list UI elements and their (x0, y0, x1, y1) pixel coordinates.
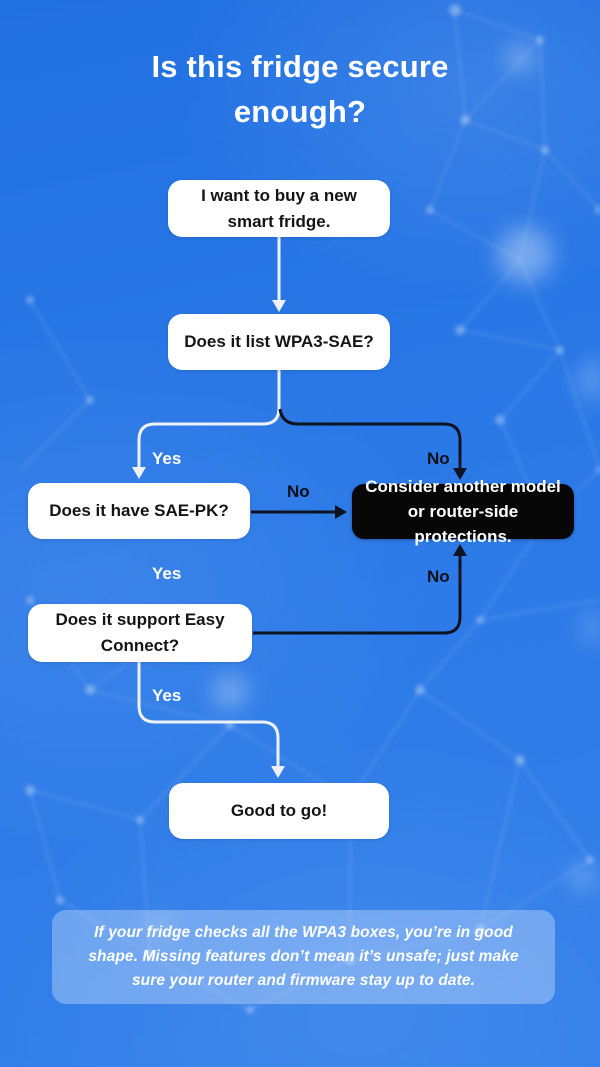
flow-node-saepk-label: Does it have SAE-PK? (49, 501, 229, 520)
flow-node-good-label: Good to go! (230, 801, 328, 820)
page-title: Is this fridge secure enough? (151, 49, 449, 129)
flow-node-easy-connect-label: Does it support Easy Connect? (55, 610, 225, 655)
flow-node-saepk-question: Does it have SAE-PK? (28, 483, 250, 539)
flow-node-start: I want to buy a new smart fridge. (168, 180, 390, 237)
connector-wpa3-to-saepk (132, 370, 281, 479)
footer-note-card: If your fridge checks all the WPA3 boxes… (52, 910, 555, 1004)
edge-label-wpa3-no: No (427, 449, 450, 468)
flow-node-consider-label: Consider another model or router-side pr… (365, 477, 561, 546)
flow-node-easy-connect-question: Does it support Easy Connect? (28, 604, 252, 662)
connector-easy-to-consider (253, 544, 467, 635)
flow-node-start-label: I want to buy a new smart fridge. (201, 185, 357, 231)
flow-node-consider-alternative: Consider another model or router-side pr… (352, 477, 574, 546)
flow-node-good-to-go: Good to go! (169, 783, 389, 839)
connector-easy-to-good (137, 662, 285, 778)
footer-note-text: If your fridge checks all the WPA3 boxes… (88, 924, 519, 989)
connector-saepk-to-consider (251, 505, 347, 519)
edge-label-saepk-yes: Yes (152, 564, 182, 583)
edge-label-wpa3-yes: Yes (152, 449, 182, 468)
edge-label-saepk-no: No (287, 482, 310, 501)
connector-start-to-wpa3 (272, 237, 286, 312)
flow-node-wpa3-label: Does it list WPA3-SAE? (184, 332, 374, 351)
connector-wpa3-to-consider (278, 408, 467, 480)
edge-label-easy-no: No (427, 567, 450, 586)
edge-label-easy-yes: Yes (152, 686, 182, 705)
flow-node-wpa3-question: Does it list WPA3-SAE? (168, 314, 390, 370)
